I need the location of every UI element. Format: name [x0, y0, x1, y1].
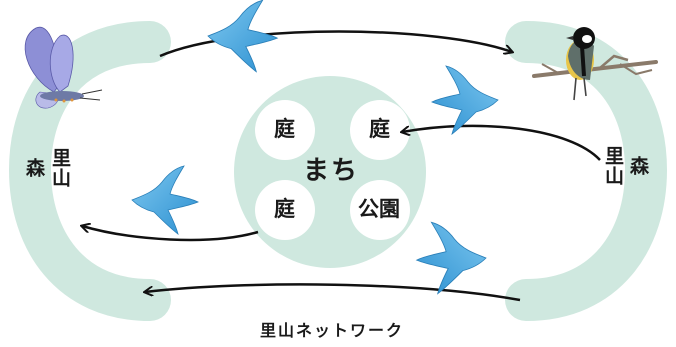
left-forest-ring — [8, 21, 171, 321]
garden-label-top-left: 庭 — [274, 117, 295, 141]
flying-bird-icon — [431, 65, 499, 135]
flying-bird-icon — [416, 221, 487, 295]
arrow-garden-to-left — [82, 226, 259, 242]
garden-spot-bottom-left — [255, 180, 315, 240]
arrow-right-to-garden — [402, 124, 601, 161]
left-forest-label: 森 — [23, 158, 45, 178]
park-label: 公園 — [358, 197, 400, 221]
garden-spot-top-left — [255, 100, 315, 160]
right-ring-channel — [521, 70, 612, 270]
right-satoyama-label: 里山 — [602, 146, 624, 186]
diagram-caption: 里山ネットワーク — [260, 321, 405, 340]
flying-bird-icon — [131, 165, 199, 235]
left-ring-channel — [64, 70, 155, 270]
park-spot-bottom-right — [350, 180, 410, 240]
left-satoyama-label: 里山 — [49, 148, 71, 188]
garden-label-top-right: 庭 — [369, 117, 390, 141]
butterfly-icon — [24, 26, 103, 109]
flying-bird-icon — [207, 0, 278, 73]
town-title: まち — [303, 156, 360, 186]
garden-label-bottom-left: 庭 — [274, 197, 295, 221]
arrow-top-left-to-right — [159, 30, 512, 58]
great-tit-icon — [532, 27, 658, 101]
arrow-bottom-right-to-left — [145, 283, 521, 302]
right-forest-label: 森 — [627, 156, 649, 176]
garden-spot-top-right — [350, 100, 410, 160]
